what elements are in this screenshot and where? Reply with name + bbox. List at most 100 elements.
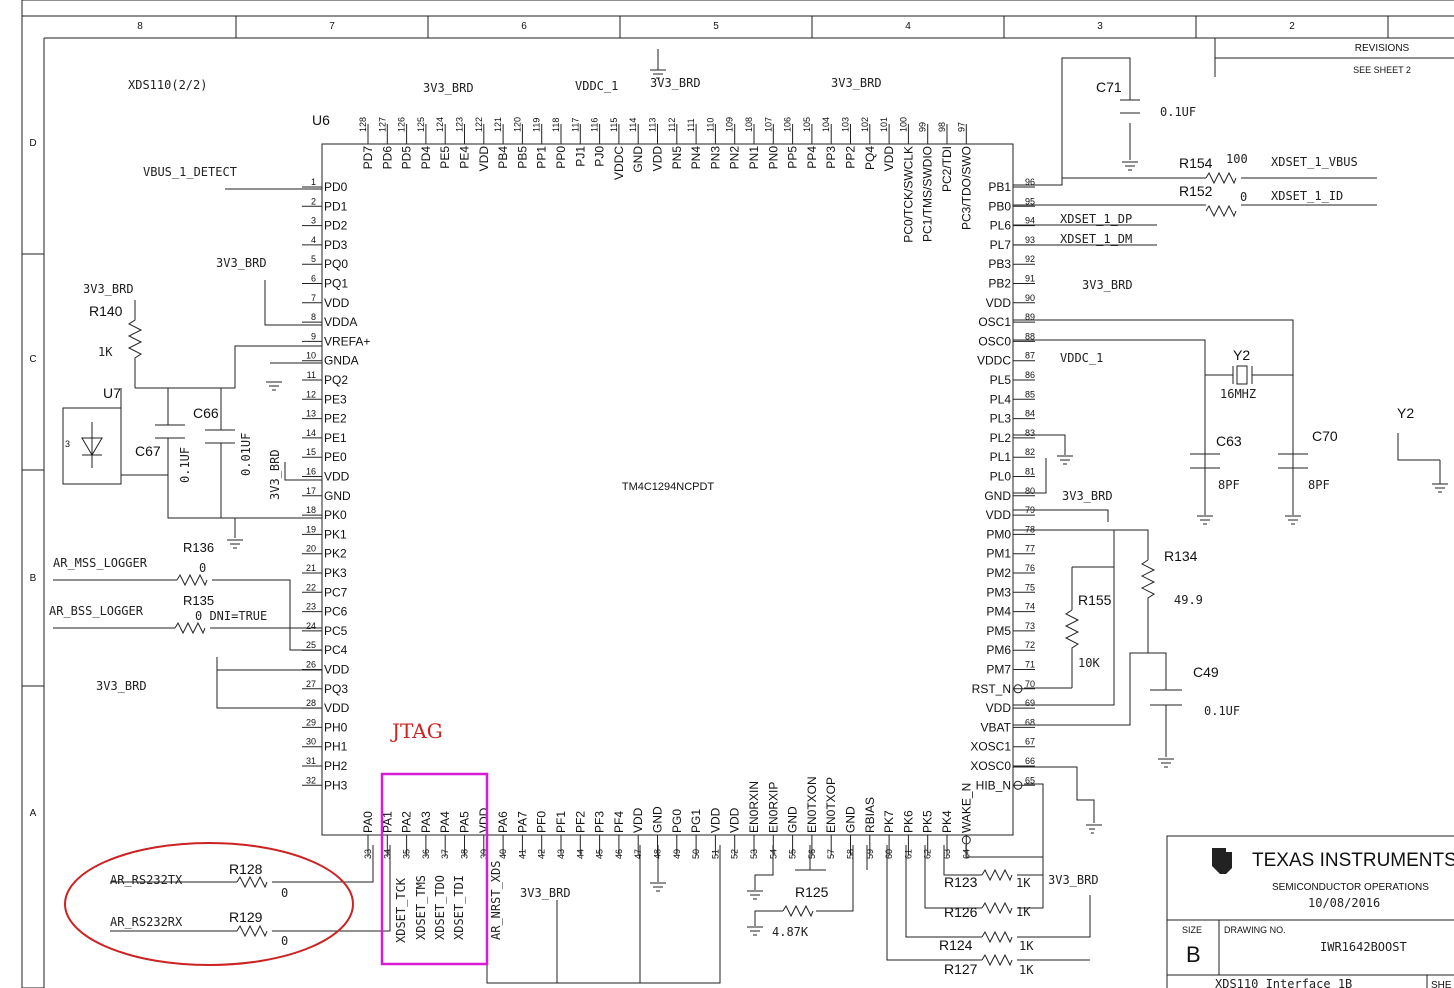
- ic-pin-number: 9: [311, 331, 316, 341]
- r154-ref: R154: [1179, 155, 1213, 171]
- ic-pin-number: 87: [1025, 351, 1035, 361]
- ic-pin-name: VDDA: [324, 315, 357, 329]
- r152-value: 0: [1240, 190, 1247, 204]
- ic-pin-number: 107: [763, 117, 773, 132]
- ic-pin-name: PB0: [988, 199, 1011, 213]
- ic-pin-name: VDD: [324, 663, 350, 677]
- ic-pin-name: PH1: [324, 740, 348, 754]
- ic-pin-number: 76: [1025, 563, 1035, 573]
- r136-value: 0: [199, 561, 206, 575]
- ic-pin-number: 61: [903, 849, 913, 859]
- ic-pin-number: 115: [609, 118, 619, 132]
- ic-pin-name: PL4: [990, 392, 1012, 406]
- ic-pin-number: 56: [807, 849, 817, 859]
- ic-pin-number: 41: [517, 849, 527, 859]
- frame-row-label: C: [29, 354, 36, 365]
- net-xdset-tms: XDSET_TMS: [414, 875, 428, 940]
- ic-pin-number: 8: [311, 312, 316, 322]
- ic-pin-number: 26: [306, 660, 316, 670]
- ic-pin-name: EN0RXIN: [747, 781, 761, 833]
- ic-pin-name: PP1: [535, 146, 549, 169]
- ic-pin-number: 104: [821, 117, 831, 132]
- ic-pin-number: 108: [744, 117, 754, 132]
- ic-pin-number: 109: [725, 117, 735, 132]
- ic-pin-number: 5: [311, 254, 316, 264]
- ic-pin-name: PL1: [990, 450, 1012, 464]
- frame-col-label: 5: [713, 21, 719, 32]
- ic-pin-name: PD0: [324, 180, 348, 194]
- ic-pin-name: PK7: [882, 810, 896, 833]
- ic-pin-name: XOSC1: [970, 740, 1011, 754]
- frame-col-label: 8: [137, 21, 143, 32]
- ic-pin-name: EN0RXIP: [766, 782, 780, 833]
- frame-col-label: 4: [905, 21, 911, 32]
- ic-pin-name: VDD: [477, 807, 491, 833]
- ic-pin-name: PD1: [324, 199, 348, 213]
- r126-value: 1K: [1016, 905, 1031, 919]
- ic-pin-number: 63: [942, 849, 952, 859]
- ic-pin-number: 58: [846, 849, 856, 859]
- ic-pin-number: 72: [1025, 640, 1035, 650]
- ic-pin-number: 22: [306, 582, 316, 592]
- revisions-label: REVISIONS: [1355, 43, 1410, 54]
- ic-pin-name: PD4: [419, 146, 433, 170]
- ic-pin-name: GND: [786, 806, 800, 833]
- ic-pin-name: PL7: [990, 238, 1012, 252]
- ic-pin-number: 59: [865, 849, 875, 859]
- ic-pin-name: VDD: [631, 807, 645, 833]
- ic-pin-name: VDD: [651, 146, 665, 172]
- ic-pin-number: 77: [1025, 544, 1035, 554]
- ic-pin-number: 12: [306, 389, 316, 399]
- ic-pin-name: PM5: [986, 624, 1011, 638]
- c63-value: 8PF: [1218, 478, 1240, 492]
- ic-pin-name: PB4: [496, 146, 510, 169]
- ic-pin-number: 19: [306, 524, 316, 534]
- ic-pin-name: PQ2: [324, 373, 348, 387]
- ic-pin-name: PD7: [361, 146, 375, 170]
- ic-pin-number: 20: [306, 544, 316, 554]
- net-mss-logger: AR_MSS_LOGGER: [53, 556, 148, 570]
- department: SEMICONDUCTOR OPERATIONS: [1272, 882, 1429, 893]
- ic-pin-name: PK2: [324, 547, 347, 561]
- ic-pin-number: 110: [705, 118, 715, 132]
- ic-pin-number: 36: [421, 849, 431, 859]
- ic-pin-name: PL6: [990, 219, 1012, 233]
- r140-ref: R140: [89, 303, 123, 319]
- ic-pin-name: PA6: [496, 811, 510, 833]
- ic-pin-name: PQ1: [324, 277, 348, 291]
- ic-pin-name: PM2: [986, 566, 1011, 580]
- c49-value: 0.1UF: [1204, 704, 1240, 718]
- ic-pin-number: 103: [841, 117, 851, 132]
- c66-ref: C66: [193, 405, 219, 421]
- ic-pin-name: PC7: [324, 585, 348, 599]
- net-xdset-tdo: XDSET_TDO: [433, 875, 447, 940]
- y2-ref-right: Y2: [1397, 405, 1414, 421]
- ic-pin-number: 86: [1025, 370, 1035, 380]
- ic-pin-name: PK5: [921, 810, 935, 833]
- r125-ref: R125: [795, 884, 829, 900]
- sheet-date: 10/08/2016: [1308, 896, 1380, 910]
- r155-ref: R155: [1078, 592, 1112, 608]
- ic-pin-number: 46: [614, 849, 624, 859]
- ic-pin-number: 57: [826, 849, 836, 859]
- ic-pin-number: 53: [749, 849, 759, 859]
- ic-pin-number: 30: [306, 737, 316, 747]
- ic-pin-number: 73: [1025, 621, 1035, 631]
- net-xdset-tdi: XDSET_TDI: [452, 875, 466, 940]
- ic-pin-number: 100: [898, 117, 908, 132]
- y2-ref: Y2: [1233, 347, 1250, 363]
- ic-pin-name: VDD: [324, 701, 350, 715]
- ic-pin-number: 47: [633, 849, 643, 859]
- frame-col-label: 7: [329, 21, 335, 32]
- ic-pin-name: PA1: [380, 811, 394, 833]
- c71-value: 0.1UF: [1160, 105, 1196, 119]
- ic-pin-number: 120: [512, 117, 522, 132]
- ic-pin-number: 23: [306, 602, 316, 612]
- r134-ref: R134: [1164, 548, 1198, 564]
- ic-pin-number: 124: [435, 117, 445, 132]
- r124-ref: R124: [939, 937, 973, 953]
- ic-pin-number: 18: [306, 505, 316, 515]
- ic-pin-name: GND: [984, 489, 1011, 503]
- ic-pin-number: 81: [1025, 467, 1035, 477]
- ic-pin-name: PG0: [670, 809, 684, 833]
